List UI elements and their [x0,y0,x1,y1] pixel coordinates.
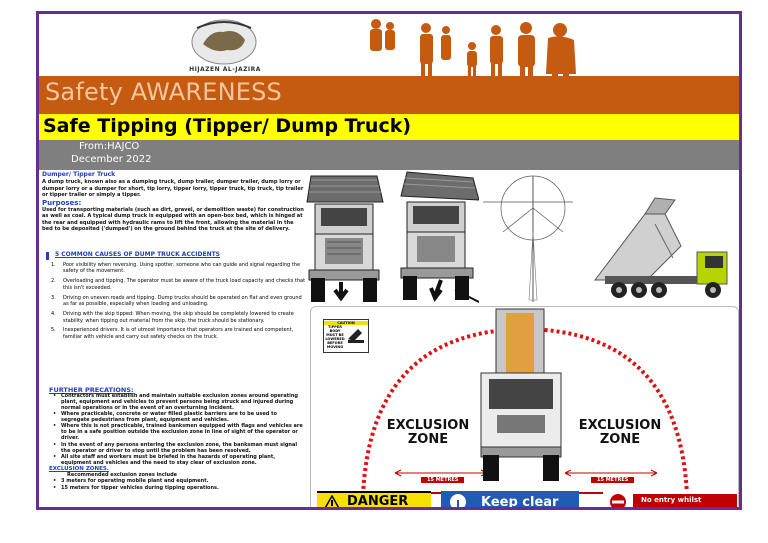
cause-item: 5. Inexperienced drivers. It is of utmost… [51,327,306,340]
power-line-diagram [483,175,573,302]
from-text: From:HAJCO [79,141,140,152]
causes-list: 1. Poor visibility when reversing. Using … [51,262,306,341]
yellow-subtitle-band [39,114,739,140]
intro-section: Dumper/ Tipper Truck A dump truck, known… [42,171,304,234]
metres-left: 15 METRES [421,477,465,483]
further-list: Contractors must establish and maintain … [49,393,307,467]
tipper-truck-side-image [593,197,728,298]
causes-heading: 5 COMMON CAUSES OF DUMP TRUCK ACCIDENTS [55,251,221,258]
cause-number: 4. [51,310,56,317]
info-circle-icon [450,494,466,507]
further-item: In the event of any persons entering the… [53,442,307,455]
purposes-heading: Purposes: [42,198,82,207]
cause-number: 1. [51,261,56,268]
safety-poster: HIJAZEN AL-JAZIRA Safety AWARENESS Safe … [36,11,742,510]
further-item: Contractors must establish and maintain … [53,393,307,412]
further-heading: FURTHER PRECATIONS: [49,386,134,394]
exclusion-zone-panel: CAUTION TIPPER BODY MUST BE LOWERED BEFO… [310,306,739,510]
date-text: December 2022 [71,154,152,165]
exclusion-arc [351,308,697,496]
no-entry-sign: No entry whilst [603,491,737,507]
metres-right: 15 METRES [591,477,635,483]
caution-label: CAUTION TIPPER BODY MUST BE LOWERED BEFO… [323,319,369,353]
purposes-text: Used for transporting materials (such as… [42,207,304,233]
cause-text: Inexperienced drivers. It is of utmost i… [63,327,294,341]
poster-title: Safety AWARENESS [45,78,282,106]
warning-triangle-icon [324,495,340,507]
further-section: FURTHER PRECATIONS: Contractors must est… [49,386,307,492]
intro-heading: Dumper/ Tipper Truck [42,171,116,178]
caution-cap: CAUTION [324,321,368,325]
causes-marker [46,252,49,260]
zones-heading: EXCLUSION ZONES. [49,466,109,473]
cause-text: Driving on uneven roads and tipping. Dum… [63,294,302,308]
danger-sign: DANGER [317,491,431,509]
tipper-icon [348,329,364,343]
danger-text: DANGER [347,494,409,509]
no-entry-icon [610,494,626,507]
intro-text: A dump truck, known also as a dumping tr… [42,179,304,199]
exclusion-zone-right: EXCLUSION ZONE [578,418,662,447]
further-item: Where this is not practicable, trained b… [53,424,307,442]
cause-item: 4. Driving with the skip tipped: When mov… [51,311,306,324]
further-item: Where practicable, concrete or water fil… [53,411,307,424]
causes-section: 5 COMMON CAUSES OF DUMP TRUCK ACCIDENTS … [51,251,306,341]
no-entry-text: No entry whilst [633,494,737,507]
further-item: All site staff and workers must be brief… [53,454,307,467]
zone-item: 15 meters for tipper vehicles during tip… [53,485,307,492]
cause-number: 2. [51,278,56,285]
gray-info-band [39,140,739,170]
truck-front-image-2 [400,171,479,303]
zones-intro: Recommended exclusion zones include [67,472,178,479]
exclusion-zone-left: EXCLUSION ZONE [386,418,470,447]
cause-text: Overloading and tipping. The operator mu… [63,278,306,291]
cause-item: 2. Overloading and tipping. The operator … [51,278,306,291]
cause-item: 3. Driving on uneven roads and tipping. D… [51,295,306,308]
keep-clear-sign: Keep clear [441,491,579,510]
cause-number: 5. [51,327,56,334]
header-top: HIJAZEN AL-JAZIRA [39,14,739,88]
truck-front-image-1 [306,175,384,302]
cause-item: 1. Poor visibility when reversing. Using … [51,262,306,275]
zone-item: 3 meters for operating mobile plant and … [53,478,307,485]
keep-clear-text: Keep clear [481,495,559,510]
poster-subtitle: Safe Tipping (Tipper/ Dump Truck) [43,115,412,137]
caution-text: TIPPER BODY MUST BE LOWERED BEFORE MOVIN… [325,325,345,349]
cause-text: Poor visibility when reversing. Using sp… [63,261,301,275]
cause-text: Driving with the skip tipped: When movin… [63,310,294,324]
orange-title-band [39,76,739,114]
logo-text: HIJAZEN AL-JAZIRA [189,66,261,73]
company-logo-icon [191,19,257,65]
zones-list: 3 meters for operating mobile plant and … [49,478,307,492]
cause-number: 3. [51,294,56,301]
